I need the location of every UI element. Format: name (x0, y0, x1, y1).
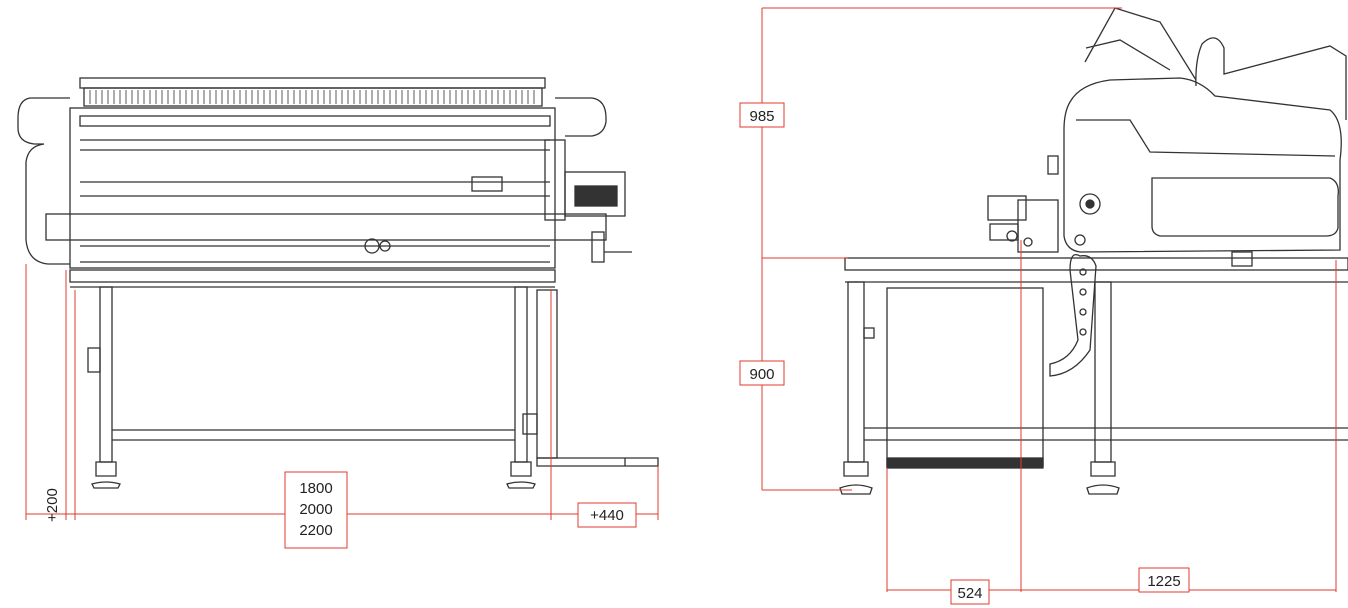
front-dimensions (25, 264, 659, 549)
roller-hatching (89, 90, 535, 104)
side-dimensions (739, 7, 1337, 605)
upper-height-label: 985 (749, 108, 774, 125)
table-height-label: 900 (749, 366, 774, 383)
front-view (17, 77, 659, 489)
front-dimension-labels: +200 1800 2000 2200 +440 (44, 480, 624, 539)
width-label-1: 1800 (299, 480, 332, 497)
width-label-2: 2000 (299, 501, 332, 518)
front-depth-label: 1225 (1147, 573, 1180, 590)
extension-label: +440 (590, 507, 624, 524)
side-dimension-labels: 985 900 524 1225 (749, 108, 1180, 602)
offset-label: +200 (44, 488, 61, 522)
width-label-3: 2200 (299, 522, 332, 539)
rear-depth-label: 524 (957, 585, 982, 602)
side-view (839, 7, 1348, 495)
